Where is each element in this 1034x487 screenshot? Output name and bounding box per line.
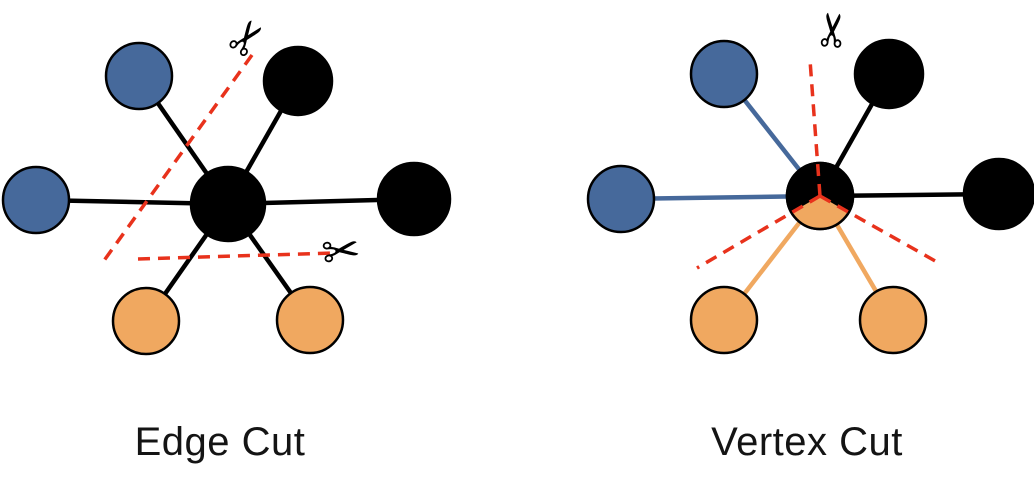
cut-line [808,59,822,197]
edge-cut-group: ✂✂ [1,7,452,356]
graph-node [275,285,345,355]
graph-node [853,38,925,110]
edge-cut-label: Edge Cut [134,420,306,464]
vertex-cut-label: Vertex Cut [711,420,903,464]
scissors-icon: ✂ [318,222,364,281]
graph-node [376,161,452,237]
graph-node [858,285,928,355]
graph-node [1,165,71,235]
cut-line [137,251,334,261]
scissors-icon: ✂ [804,8,861,51]
graph-node [262,45,334,117]
center-node [189,165,267,243]
cut-line [819,194,938,264]
cut-line [696,194,821,270]
graph-node [962,157,1034,231]
graph-node [104,41,174,111]
center-node-outline [785,161,855,231]
vertex-split-sector [791,196,849,230]
graph-node [689,39,759,109]
graph-node [111,286,181,356]
graph-node [586,164,656,234]
cut-line [101,53,254,264]
graph-node [689,285,759,355]
vertex-cut-group: ✂ [586,8,1034,355]
